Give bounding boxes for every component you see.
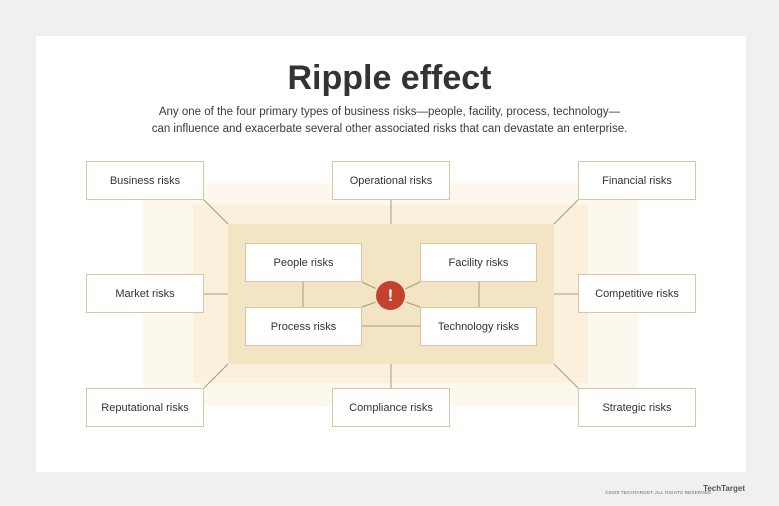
risk-box-facility: Facility risks	[420, 243, 537, 282]
connector-reputational	[203, 363, 229, 389]
connector-financial	[553, 199, 579, 225]
risk-box-competitive: Competitive risks	[578, 274, 696, 313]
risk-box-financial: Financial risks	[578, 161, 696, 200]
connector-business	[203, 199, 229, 225]
diagram-subtitle: Any one of the four primary types of bus…	[0, 104, 779, 138]
risk-box-process: Process risks	[245, 307, 362, 346]
risk-box-compliance: Compliance risks	[332, 388, 450, 427]
techtarget-logo: TechTarget	[703, 484, 745, 493]
risk-box-operational: Operational risks	[332, 161, 450, 200]
connector-process-center	[361, 300, 380, 308]
connector-people-center	[361, 281, 380, 291]
diagram-title: Ripple effect	[287, 59, 492, 97]
risk-box-people: People risks	[245, 243, 362, 282]
risk-box-business: Business risks	[86, 161, 204, 200]
subtitle-line-1: Any one of the four primary types of bus…	[158, 106, 621, 118]
alert-icon: !	[376, 281, 405, 310]
subtitle-line-2: can influence and exacerbate several oth…	[151, 123, 628, 135]
connector-technology-center	[402, 300, 421, 308]
footer-copyright: ©2020 TECHTARGET. ALL RIGHTS RESERVED	[605, 490, 711, 495]
risk-box-reputational: Reputational risks	[86, 388, 204, 427]
connector-facility-center	[402, 281, 421, 291]
risk-box-technology: Technology risks	[420, 307, 537, 346]
connector-strategic	[553, 363, 579, 389]
risk-box-market: Market risks	[86, 274, 204, 313]
risk-box-strategic: Strategic risks	[578, 388, 696, 427]
